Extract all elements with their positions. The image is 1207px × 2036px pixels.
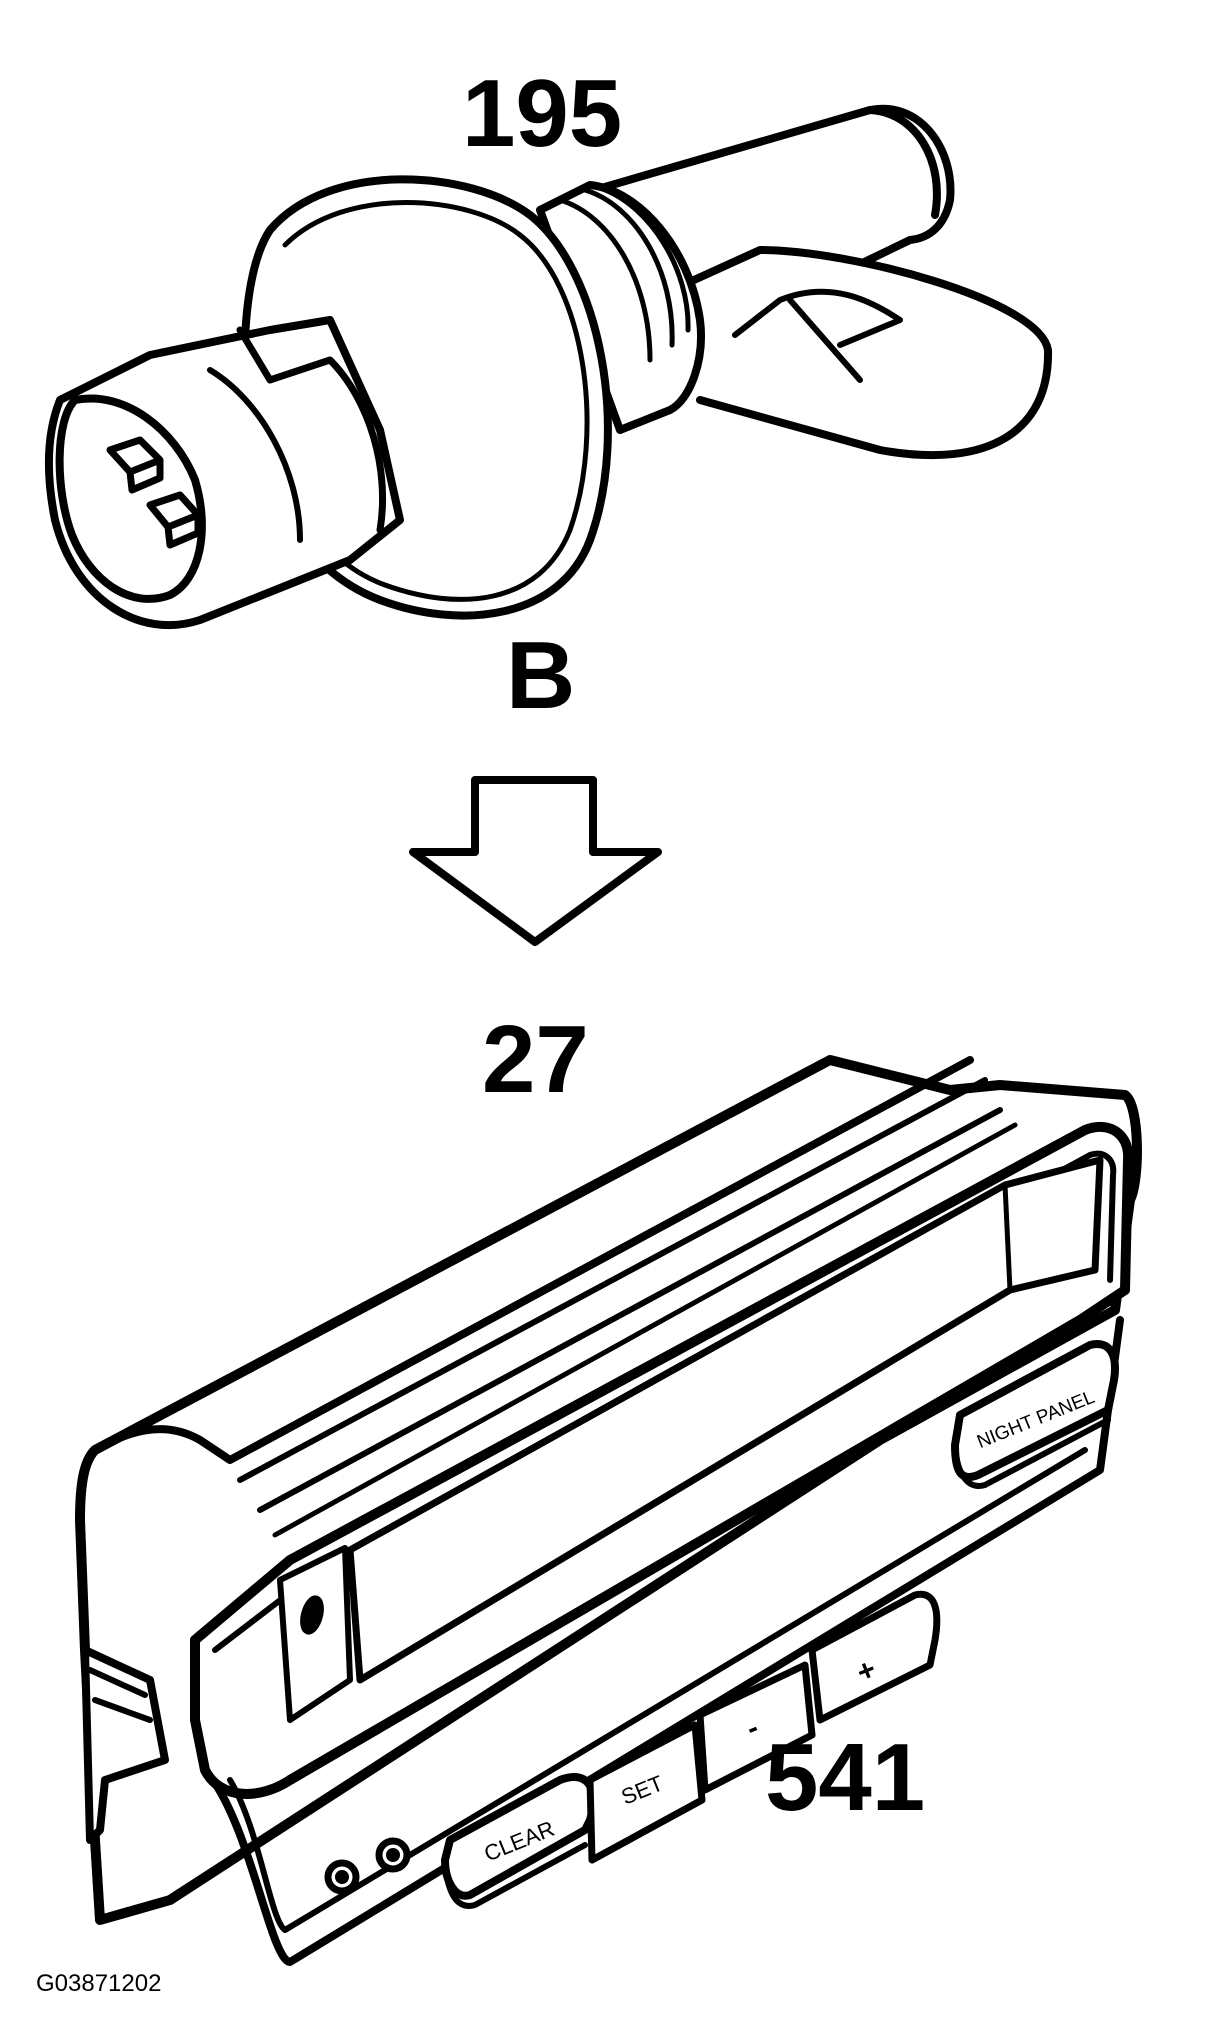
sensor-thread-body <box>536 181 705 434</box>
sensor-thread-ring-3 <box>597 185 691 333</box>
callout-sensor-number: 195 <box>462 60 623 167</box>
sensor-probe-tip <box>866 106 941 219</box>
temperature-sensor <box>44 104 1053 629</box>
down-arrow-icon <box>409 776 662 946</box>
panel-front-bezel-inner <box>212 1150 1117 1653</box>
sensor-thread-ring-1 <box>557 197 653 363</box>
sensor-connector-pin-1 <box>106 436 164 494</box>
control-panel <box>75 1055 1142 1966</box>
set-button[interactable] <box>586 1721 706 1864</box>
panel-screw-1-head <box>335 1870 349 1884</box>
figure-id: G03871202 <box>36 1970 162 1997</box>
panel-lower-edge <box>201 1316 1124 1966</box>
sensor-connector-neck <box>207 367 303 543</box>
panel-top-groove-3 <box>272 1122 1018 1538</box>
minus-button[interactable] <box>696 1661 816 1794</box>
panel-display-left-edge <box>277 1545 353 1723</box>
night-panel-button-shadow <box>952 1417 1111 1489</box>
panel-lower-edge-inner <box>227 1447 1088 1933</box>
callout-arrow-number: 27 <box>482 1006 589 1113</box>
sensor-mount-tab-inner <box>732 288 903 383</box>
clear-button-shadow <box>442 1842 588 1909</box>
panel-side-clip-slot <box>87 1667 153 1723</box>
panel-screw-2-head <box>386 1848 400 1862</box>
sensor-connector-mouth <box>55 394 206 603</box>
callout-panel-number: 541 <box>765 1724 926 1831</box>
panel-indicator-led <box>300 1595 324 1635</box>
sensor-mount-tab <box>646 246 1053 460</box>
panel-top-groove-2 <box>257 1107 1003 1513</box>
sensor-connector-collar <box>236 326 386 534</box>
panel-top-groove-1 <box>237 1077 988 1483</box>
sensor-thread-ring-2 <box>582 187 675 348</box>
plus-button[interactable] <box>808 1590 941 1724</box>
panel-top-edge <box>91 1056 974 1464</box>
sensor-connector-pin-2 <box>146 491 202 549</box>
callout-view-letter: B <box>506 622 576 729</box>
panel-display-glare <box>1002 1182 1013 1293</box>
